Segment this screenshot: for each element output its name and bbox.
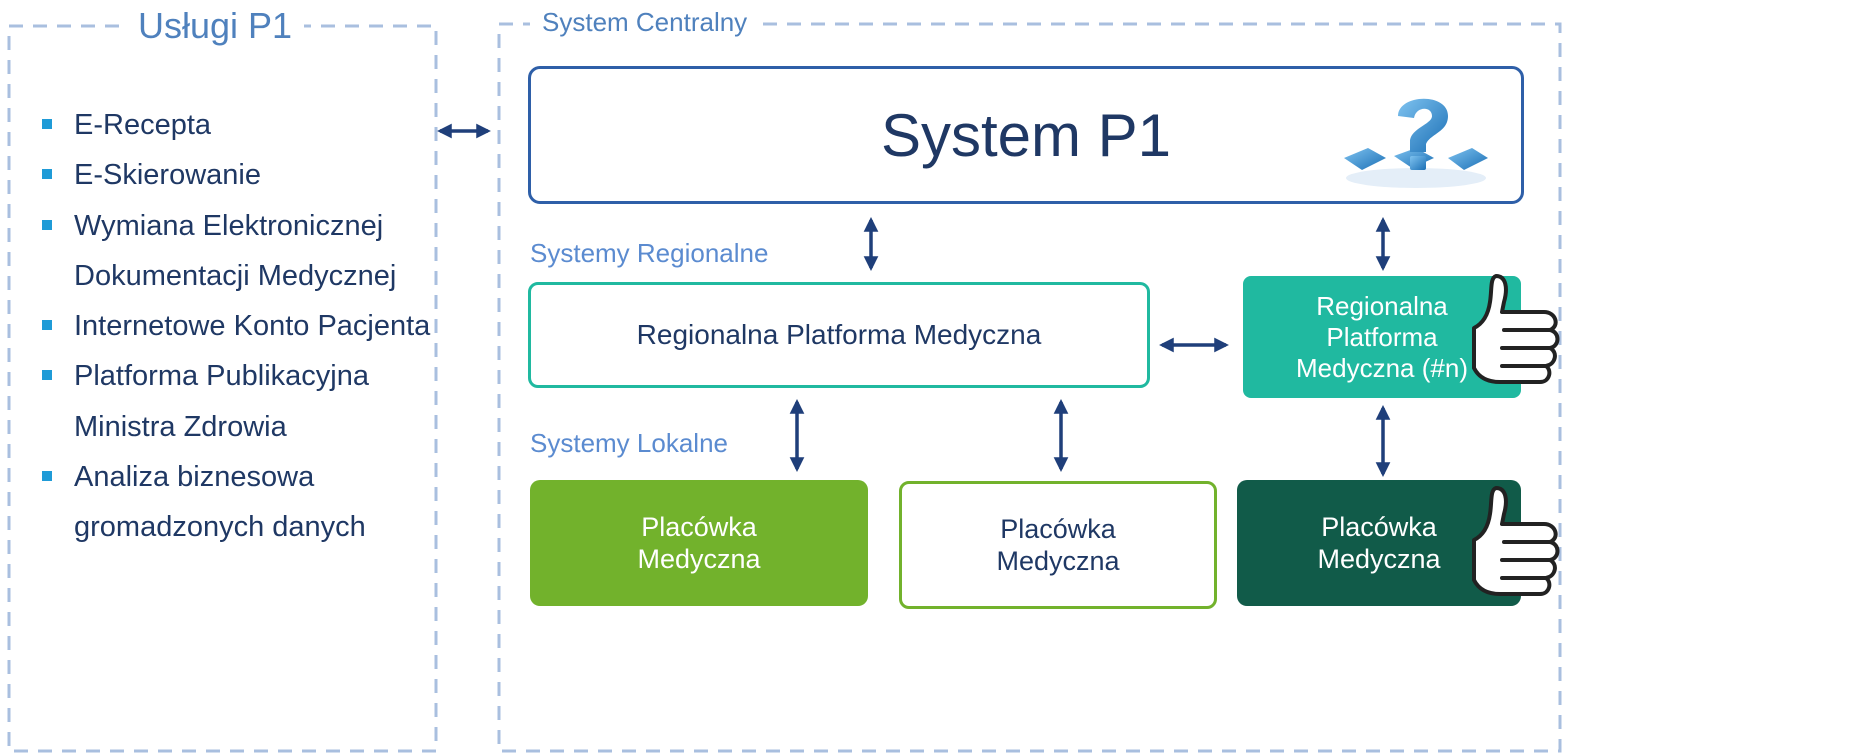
bullet-icon [42, 169, 52, 180]
regional-platform-n-line1: Regionalna [1316, 290, 1448, 321]
facility-label-line1: Placówka [1000, 514, 1116, 544]
facility-label-line1: Placówka [1321, 512, 1437, 542]
regional-platform-n-line2: Platforma [1326, 321, 1438, 352]
thumbs-up-icon [1472, 486, 1560, 596]
system-p1-title: System P1 [880, 101, 1172, 169]
facility-box-outlined: Placówka Medyczna [899, 481, 1217, 609]
facility-label-line2: Medyczna [637, 544, 761, 574]
regional-platform-label: Regionalna Platforma Medyczna [636, 319, 1042, 350]
regional-platform-n-line3: Medyczna (#n) [1296, 352, 1468, 383]
service-item: Analiza biznesowa gromadzonych danych [38, 452, 508, 553]
central-panel-title: System Centralny [530, 6, 760, 38]
bullet-icon [42, 471, 52, 482]
service-item: Platforma Publikacyjna Ministra Zdrowia [38, 351, 508, 452]
question-mark-blocks-icon [1344, 98, 1488, 188]
thumbs-up-icon [1472, 274, 1560, 384]
facility-label-line2: Medyczna [996, 546, 1120, 576]
bullet-icon [42, 119, 52, 129]
service-item: E-Recepta [38, 100, 508, 150]
facility-label-line2: Medyczna [1317, 544, 1441, 574]
regional-platform-box: Regionalna Platforma Medyczna [528, 282, 1150, 388]
service-item: Wymiana Elektronicznej Dokumentacji Medy… [38, 201, 508, 302]
bullet-icon [42, 320, 52, 331]
facility-label-line1: Placówka [641, 512, 757, 542]
services-list: E-Recepta E-Skierowanie Wymiana Elektron… [38, 100, 508, 553]
local-systems-label: Systemy Lokalne [530, 428, 728, 458]
services-panel-title: Usługi P1 [126, 2, 305, 50]
service-item: Internetowe Konto Pacjenta [38, 301, 508, 351]
bullet-icon [42, 219, 52, 230]
service-item: E-Skierowanie [38, 150, 508, 200]
bullet-icon [42, 370, 52, 381]
facility-box-green: Placówka Medyczna [530, 480, 868, 606]
regional-systems-label: Systemy Regionalne [530, 238, 769, 268]
